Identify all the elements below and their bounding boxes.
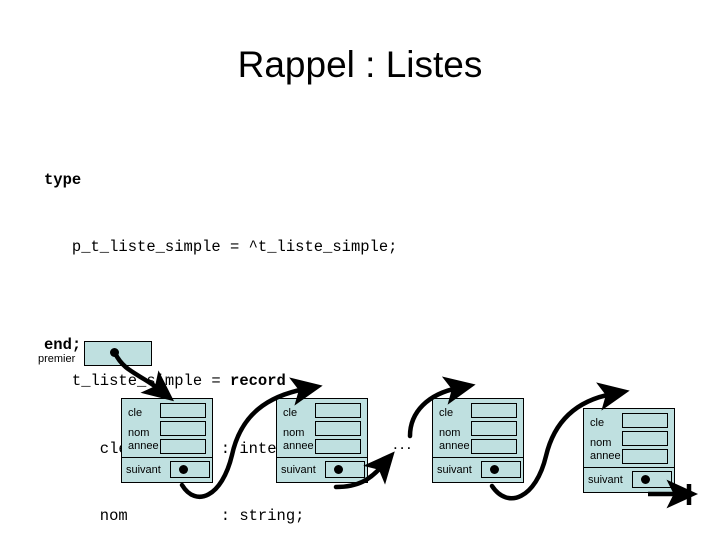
node-pointer-dot-icon (334, 465, 343, 474)
node-field-label-suivant: suivant (281, 464, 316, 476)
node-slot-suivant (170, 461, 210, 478)
list-ellipsis: ... (393, 434, 414, 453)
node-field-label-cle: cle (439, 407, 454, 419)
node-slot-cle (471, 403, 517, 418)
node-field-label-suivant: suivant (126, 464, 161, 476)
node-field-label-nom: nom (283, 427, 305, 439)
list-node: cle nom annee suivant (121, 398, 213, 483)
node-next-section: suivant (277, 458, 367, 482)
node-field-label-annee: annee (590, 450, 621, 462)
node-body: cle nom annee (122, 399, 212, 458)
node-slot-nom (160, 421, 206, 436)
node-next-section: suivant (122, 458, 212, 482)
list-node: cle nom annee suivant (583, 408, 675, 493)
node-slot-annee (471, 439, 517, 454)
code-keyword-end: end; (44, 336, 82, 354)
code-keyword-record: record (230, 372, 286, 391)
node-field-label-cle: cle (590, 417, 605, 429)
node-slot-nom (622, 431, 668, 446)
head-pointer-label: premier (38, 353, 76, 365)
node-pointer-dot-icon (179, 465, 188, 474)
node-slot-suivant (481, 461, 521, 478)
code-line-ptr-decl: p_t_liste_simple = ^t_liste_simple; (44, 238, 398, 257)
node-pointer-dot-icon (641, 475, 650, 484)
node-body: cle nom annee (277, 399, 367, 458)
node-next-section: suivant (433, 458, 523, 482)
node-slot-nom (315, 421, 361, 436)
code-line-field-nom: nom : string; (44, 506, 305, 525)
page-title: Rappel : Listes (237, 44, 483, 85)
head-pointer-dot-icon (110, 348, 119, 357)
node-slot-cle (622, 413, 668, 428)
node-pointer-dot-icon (490, 465, 499, 474)
node-body: cle nom annee (584, 409, 674, 468)
code-line-record-decl: t_liste_simple = record (44, 370, 544, 392)
node-field-label-cle: cle (128, 407, 143, 419)
node-body: cle nom annee (433, 399, 523, 458)
node-field-label-annee: annee (439, 440, 470, 452)
node-next-section: suivant (584, 468, 674, 492)
list-node: cle nom annee suivant (432, 398, 524, 483)
node-slot-nom (471, 421, 517, 436)
node-slot-suivant (632, 471, 672, 488)
node-field-label-nom: nom (128, 427, 150, 439)
list-node: cle nom annee suivant (276, 398, 368, 483)
node-field-label-nom: nom (590, 437, 612, 449)
node-field-label-annee: annee (283, 440, 314, 452)
node-field-label-suivant: suivant (437, 464, 472, 476)
node-slot-cle (315, 403, 361, 418)
node-field-label-nom: nom (439, 427, 461, 439)
node-field-label-annee: annee (128, 440, 159, 452)
node-slot-annee (315, 439, 361, 454)
node-field-label-cle: cle (283, 407, 298, 419)
node-slot-annee (622, 449, 668, 464)
node-field-label-suivant: suivant (588, 474, 623, 486)
node-slot-suivant (325, 461, 365, 478)
node-slot-cle (160, 403, 206, 418)
node-slot-annee (160, 439, 206, 454)
code-blank-1 (44, 303, 544, 325)
code-record-head: t_liste_simple = (44, 372, 231, 391)
code-line-type: type (44, 170, 82, 189)
